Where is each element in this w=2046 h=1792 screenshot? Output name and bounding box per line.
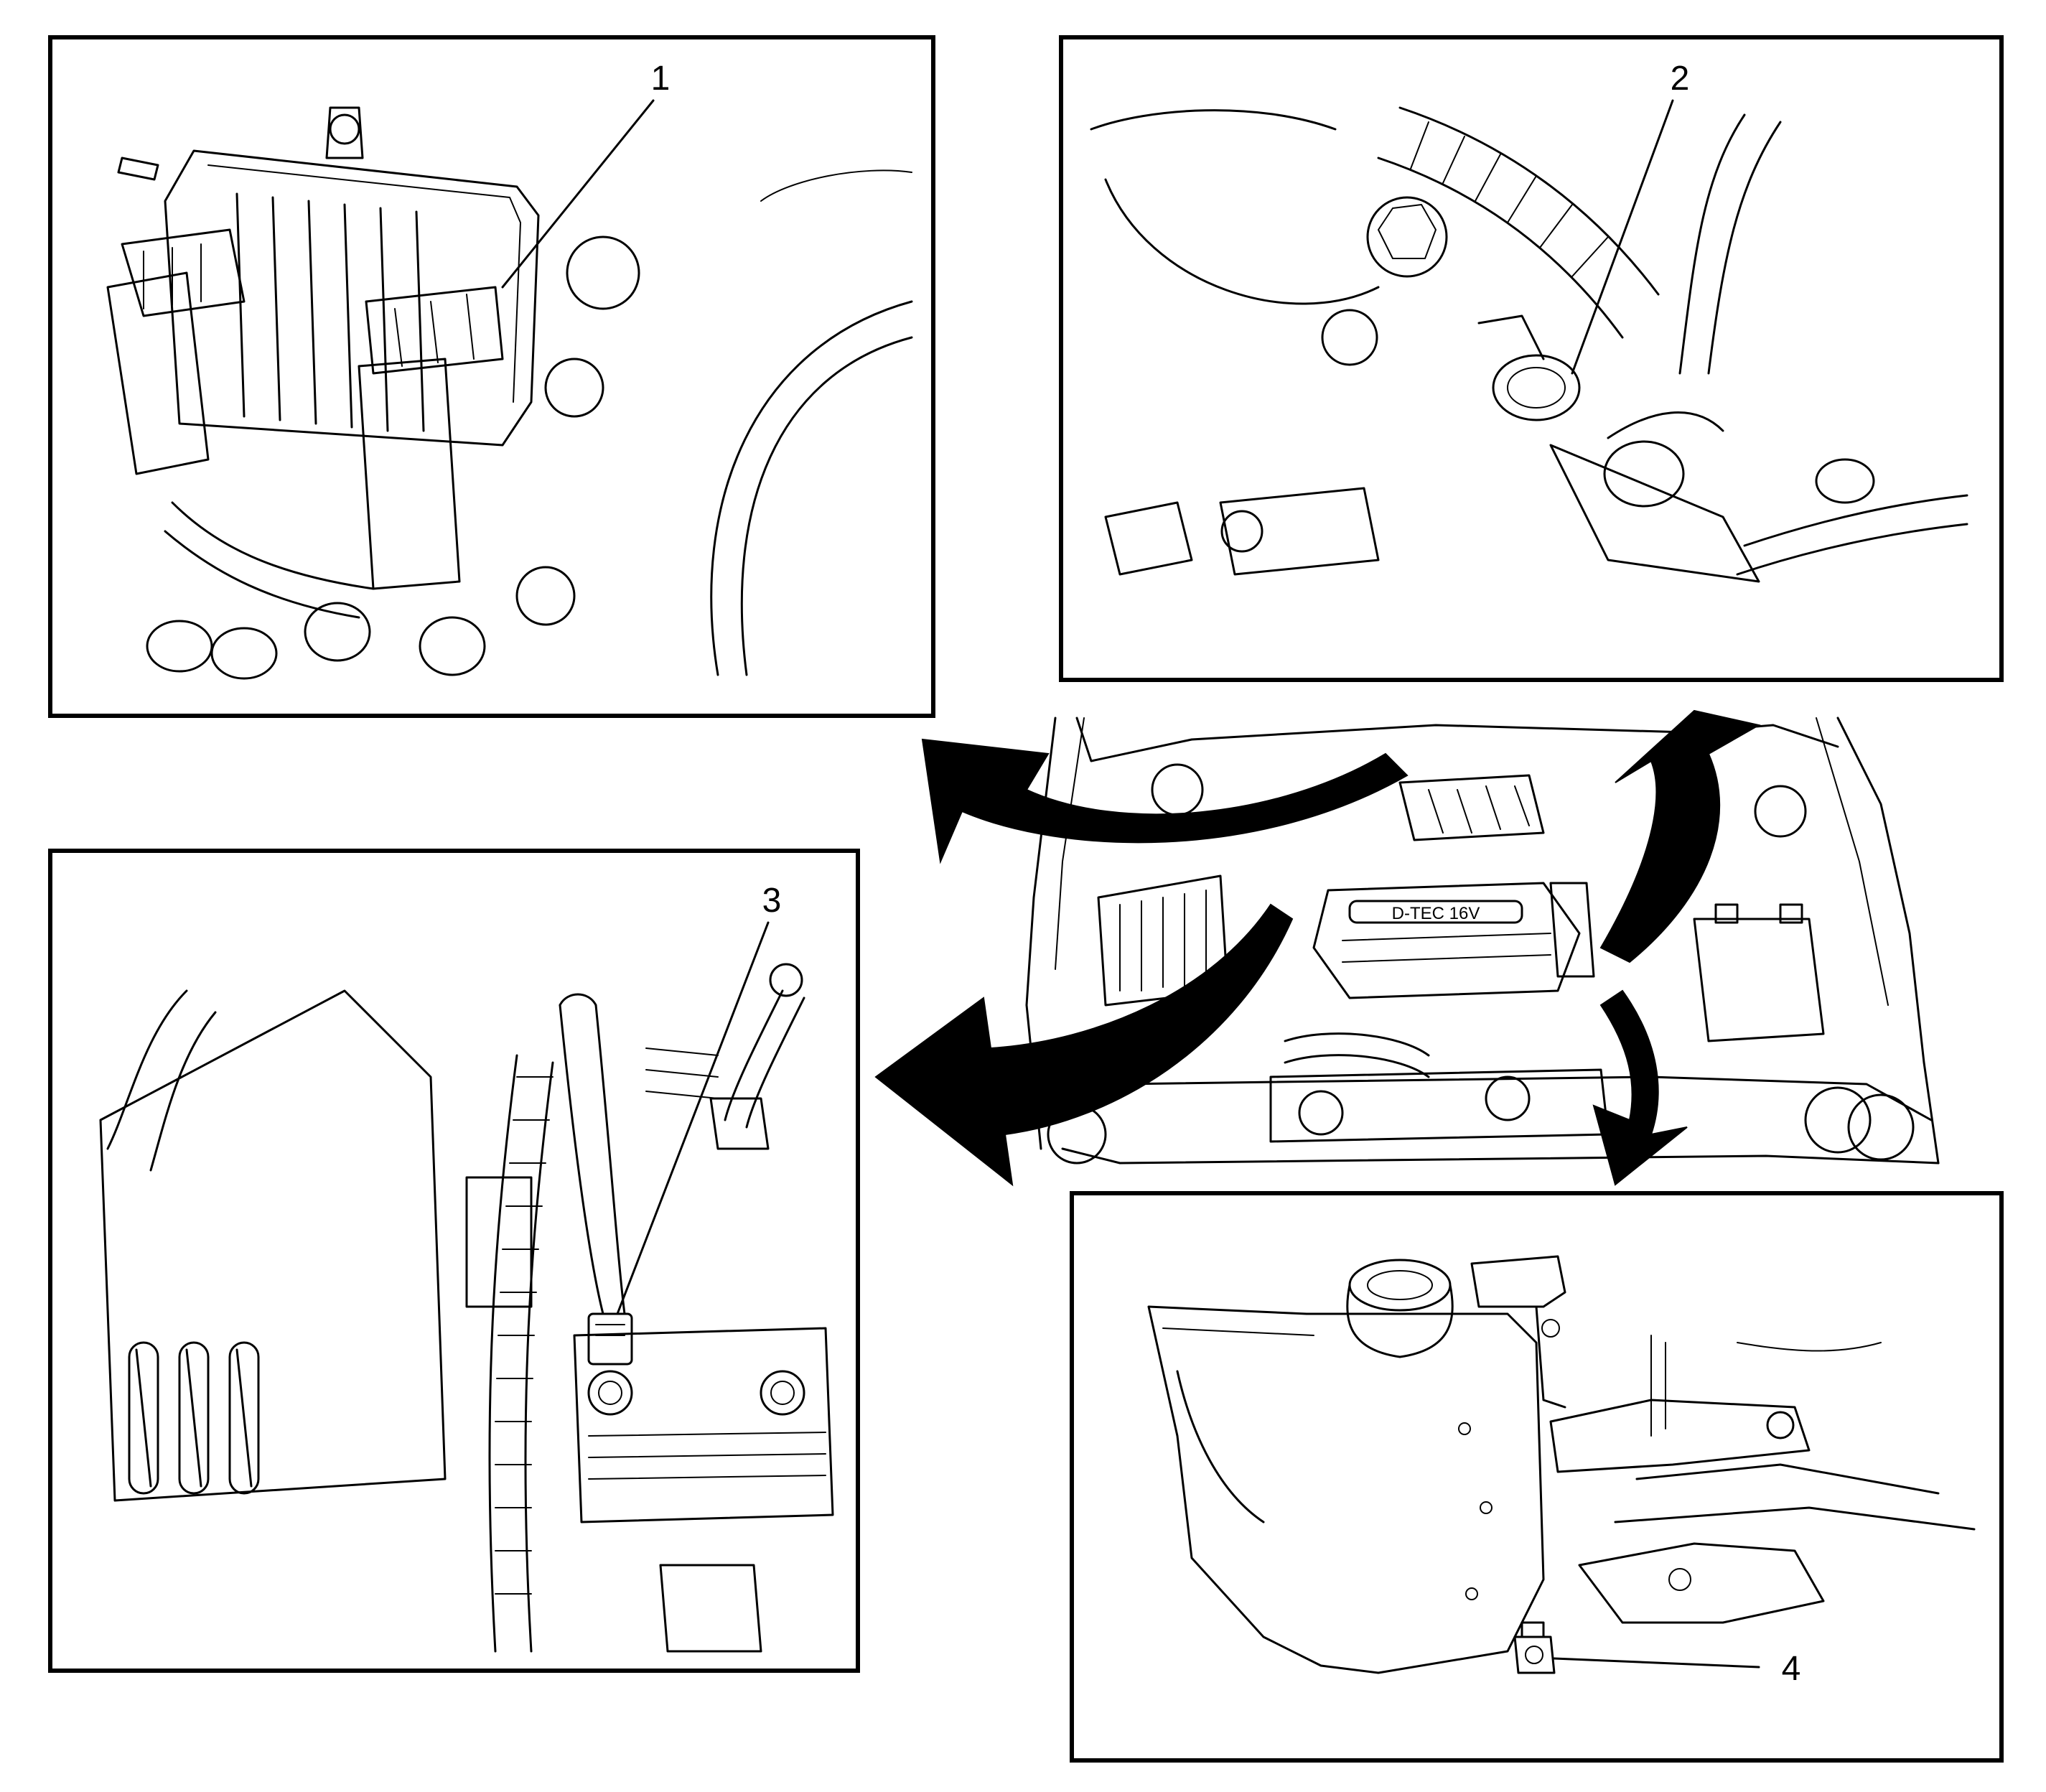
detail-panel-1: 1 [48, 35, 935, 718]
arrow-to-panel-2 [1599, 709, 1761, 963]
engine-cover-badge: D-TEC 16V [1392, 904, 1480, 923]
callout-2: 2 [1671, 60, 1690, 98]
locator-arrows [874, 709, 1761, 1187]
arrow-to-panel-1 [921, 738, 1409, 864]
detail-panel-3: 3 [48, 849, 860, 1673]
arrow-to-panel-3 [874, 903, 1294, 1187]
engine-bay-overview: D-TEC 16V [1025, 717, 1940, 1165]
arrow-to-panel-4 [1592, 989, 1688, 1186]
detail-panel-2: 2 [1059, 35, 2004, 682]
callout-1: 1 [651, 60, 671, 98]
callout-3: 3 [762, 882, 782, 920]
detail-panel-4: 4 [1070, 1191, 2004, 1763]
callout-4: 4 [1782, 1650, 1801, 1688]
